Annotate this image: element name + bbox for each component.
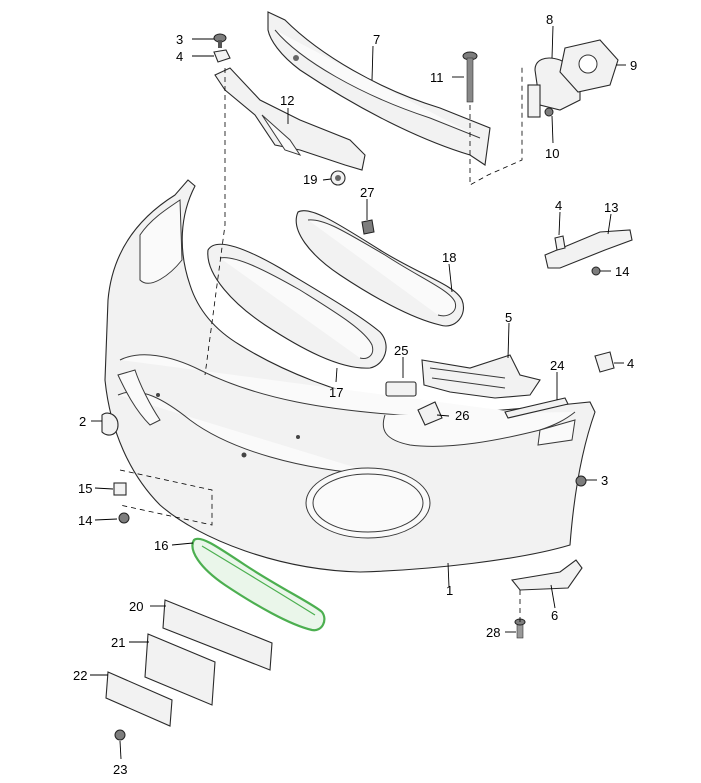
callout-16: 16 — [154, 538, 168, 553]
callout-4-right-lower: 4 — [627, 356, 634, 371]
callout-leaders — [90, 25, 626, 760]
part-25-emblem[interactable] — [385, 381, 417, 397]
part-23-screw[interactable] — [114, 729, 126, 741]
part-5-grille-insert[interactable] — [421, 354, 541, 399]
part-26-bracket[interactable] — [417, 401, 443, 426]
part-3-screw-right[interactable] — [575, 475, 587, 487]
callout-24: 24 — [550, 358, 564, 373]
callout-8: 8 — [546, 12, 553, 27]
part-20-plate[interactable] — [162, 599, 273, 671]
part-18-grille-frame[interactable] — [295, 210, 464, 327]
part-14-screw-left[interactable] — [118, 512, 130, 524]
callout-20: 20 — [129, 599, 143, 614]
part-2-tow-cover[interactable] — [101, 412, 119, 436]
part-27-clip[interactable] — [361, 219, 375, 235]
callout-5: 5 — [505, 310, 512, 325]
part-16-license-frame[interactable] — [191, 537, 326, 632]
callout-13: 13 — [604, 200, 618, 215]
part-22-plate[interactable] — [105, 671, 173, 727]
callout-2: 2 — [79, 414, 86, 429]
callout-4-right-upper: 4 — [555, 198, 562, 213]
callout-23: 23 — [113, 762, 127, 777]
callout-22: 22 — [73, 668, 87, 683]
part-3-screw-top[interactable] — [213, 33, 227, 48]
callout-17: 17 — [329, 385, 343, 400]
callout-25: 25 — [394, 343, 408, 358]
part-10-screw[interactable] — [544, 107, 554, 117]
callout-19: 19 — [303, 172, 317, 187]
callout-27: 27 — [360, 185, 374, 200]
callout-14-left: 14 — [78, 513, 92, 528]
callout-3-right: 3 — [601, 473, 608, 488]
part-19-nut[interactable] — [330, 170, 346, 186]
callout-21: 21 — [111, 635, 125, 650]
callout-4-top: 4 — [176, 49, 183, 64]
part-9-plate[interactable] — [559, 39, 619, 93]
part-4-clip-right-upper[interactable] — [554, 235, 566, 251]
part-4-clip-right-lower[interactable] — [594, 351, 615, 373]
callout-labels: 3 4 7 8 9 11 10 12 19 27 4 13 14 18 5 25… — [73, 12, 637, 777]
callout-12: 12 — [280, 93, 294, 108]
callout-7: 7 — [373, 32, 380, 47]
part-8-bracket[interactable] — [527, 57, 581, 118]
callout-15: 15 — [78, 481, 92, 496]
assembly-guide-lines — [119, 65, 523, 625]
callout-1: 1 — [446, 583, 453, 598]
part-13-side-bracket[interactable] — [544, 229, 633, 269]
part-7-bumper-reinforcement[interactable] — [267, 11, 491, 166]
part-15-nut[interactable] — [113, 482, 127, 496]
part-24-trim-strip[interactable] — [504, 397, 569, 419]
part-12-bracket[interactable] — [214, 67, 366, 171]
part-21-plate[interactable] — [144, 633, 216, 706]
callout-9: 9 — [630, 58, 637, 73]
callout-10: 10 — [545, 146, 559, 161]
part-17-grille[interactable] — [207, 243, 387, 369]
callout-26: 26 — [455, 408, 469, 423]
callout-18: 18 — [442, 250, 456, 265]
callout-3-top: 3 — [176, 32, 183, 47]
callout-11: 11 — [430, 70, 444, 85]
callout-28: 28 — [486, 625, 500, 640]
part-14-screw-right[interactable] — [591, 266, 601, 276]
callout-14-right: 14 — [615, 264, 629, 279]
callout-6: 6 — [551, 608, 558, 623]
part-6-side-trim[interactable] — [510, 559, 583, 591]
part-4-clip-top[interactable] — [213, 49, 231, 63]
part-11-bolt[interactable] — [462, 51, 478, 103]
